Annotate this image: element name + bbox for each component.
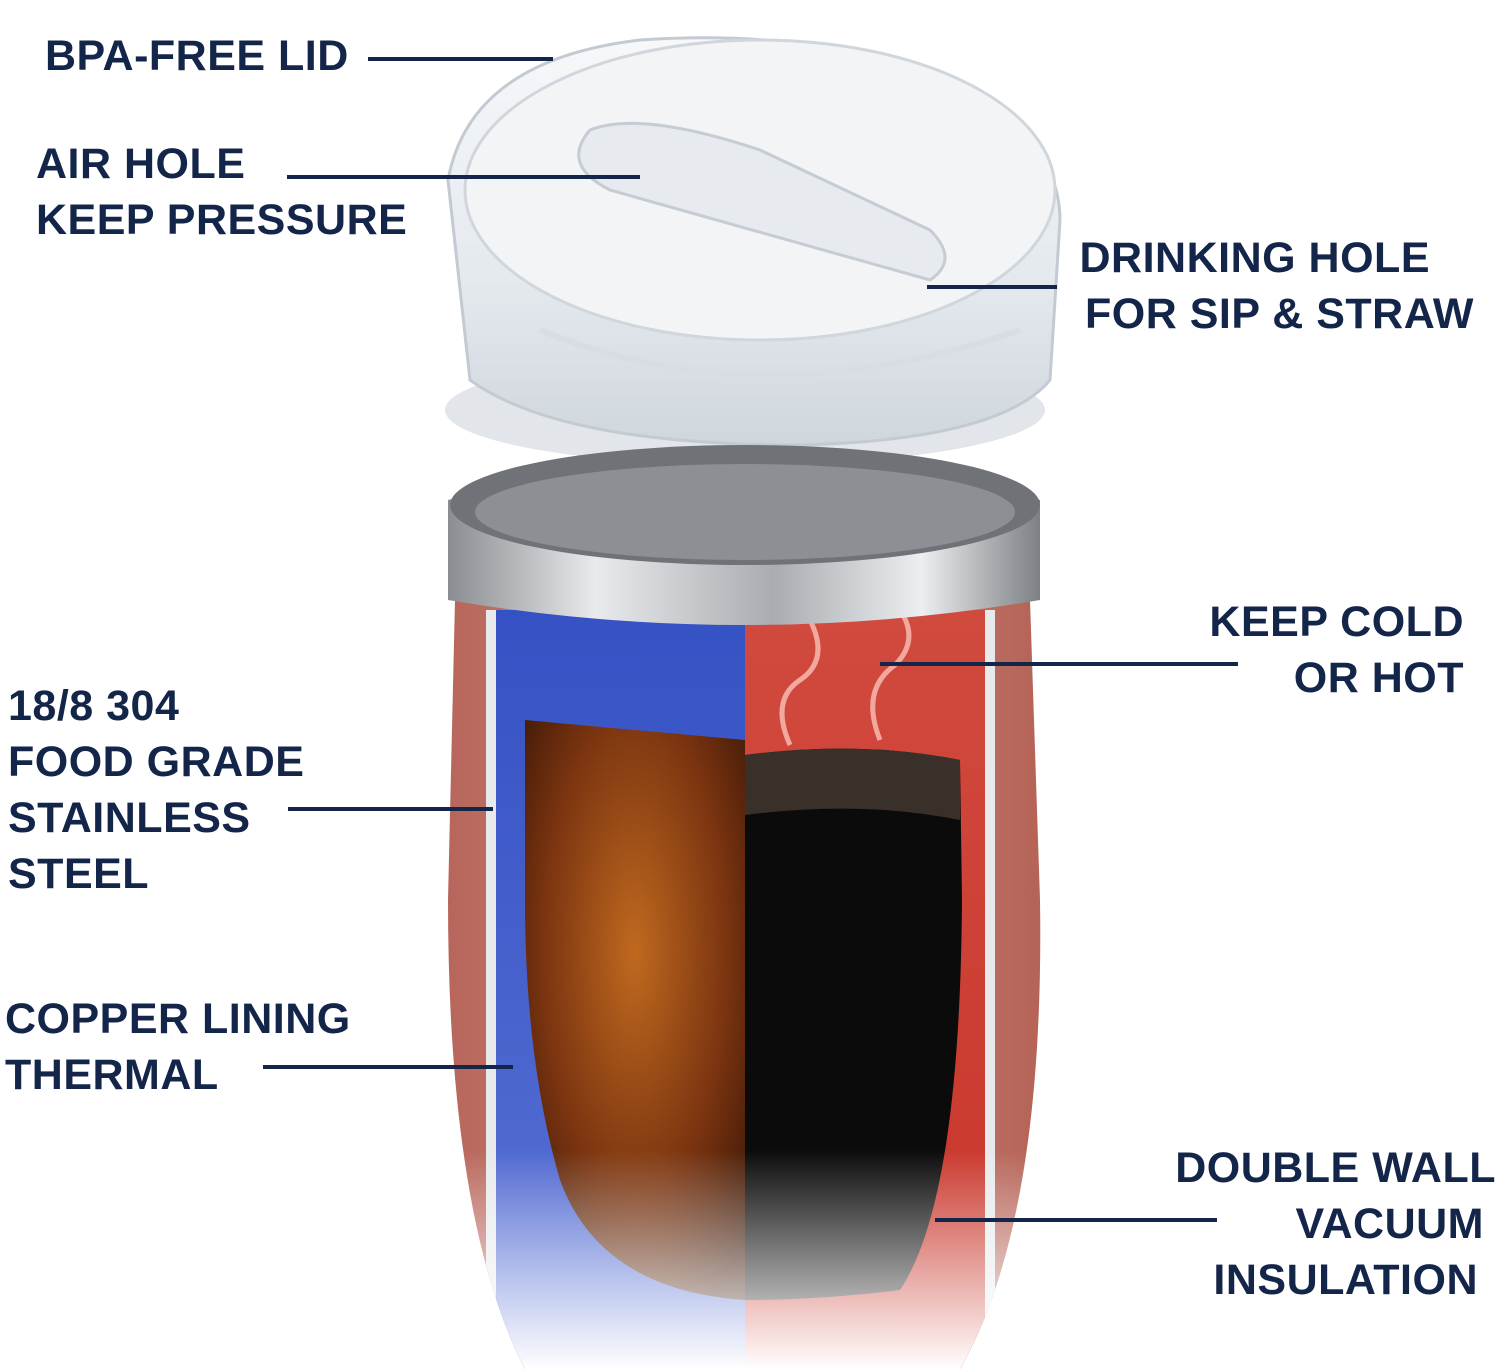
label-double-wall-line-1: DOUBLE WALL xyxy=(1175,1144,1496,1192)
label-air-hole: AIR HOLE KEEP PRESSURE xyxy=(36,136,407,248)
label-drinking-hole: DRINKING HOLE FOR SIP & STRAW xyxy=(1079,230,1474,342)
label-copper-lining-line-1: COPPER LINING xyxy=(5,995,351,1043)
leader-line-keep-cold-hot xyxy=(880,662,1238,666)
leader-line-copper-lining xyxy=(263,1065,513,1069)
label-stainless-steel-line-2: FOOD GRADE xyxy=(8,738,305,786)
lid xyxy=(445,36,1062,465)
label-double-wall: DOUBLE WALL VACUUM INSULATION xyxy=(1175,1140,1496,1308)
label-double-wall-line-2: VACUUM xyxy=(1295,1200,1484,1248)
leader-line-drinking-hole xyxy=(927,285,1057,289)
label-drinking-hole-line-1: DRINKING HOLE xyxy=(1079,234,1430,282)
label-drinking-hole-line-2: FOR SIP & STRAW xyxy=(1085,290,1474,338)
label-air-hole-line-1: AIR HOLE xyxy=(36,140,246,188)
label-stainless-steel-line-1: 18/8 304 xyxy=(8,682,180,730)
label-bpa-free-lid-text: BPA-FREE LID xyxy=(45,32,349,80)
leader-line-stainless-steel xyxy=(288,807,493,811)
label-copper-lining: COPPER LINING THERMAL xyxy=(5,991,351,1103)
label-bpa-free-lid: BPA-FREE LID xyxy=(45,28,349,84)
label-keep-cold-hot: KEEP COLD OR HOT xyxy=(1209,594,1464,706)
label-double-wall-line-3: INSULATION xyxy=(1213,1256,1478,1304)
leader-line-bpa-free-lid xyxy=(368,57,553,61)
tumbler-body xyxy=(448,445,1041,1369)
leader-line-air-hole xyxy=(287,175,640,179)
label-keep-cold-hot-line-1: KEEP COLD xyxy=(1209,598,1464,646)
label-keep-cold-hot-line-2: OR HOT xyxy=(1293,654,1464,702)
label-stainless-steel-line-4: STEEL xyxy=(8,850,150,898)
leader-line-double-wall xyxy=(935,1218,1217,1222)
label-stainless-steel: 18/8 304 FOOD GRADE STAINLESS STEEL xyxy=(8,678,304,902)
label-copper-lining-line-2: THERMAL xyxy=(5,1051,219,1099)
label-air-hole-line-2: KEEP PRESSURE xyxy=(36,196,408,244)
label-stainless-steel-line-3: STAINLESS xyxy=(8,794,251,842)
